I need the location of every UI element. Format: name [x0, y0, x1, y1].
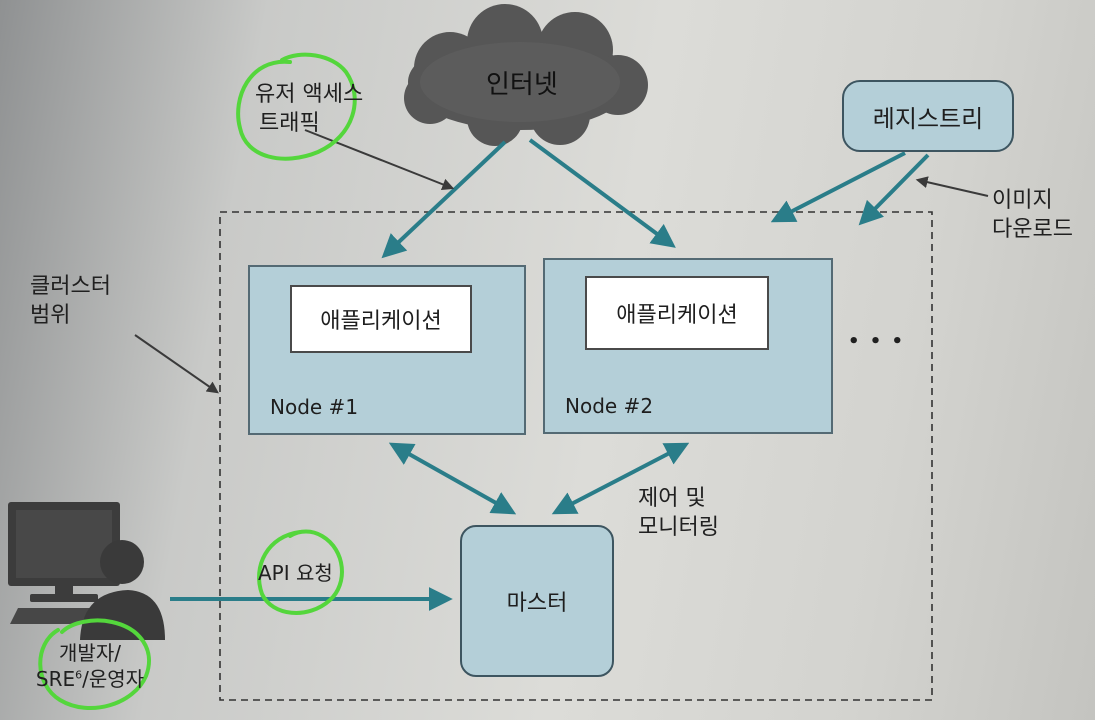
cluster-scope-pointer	[134, 334, 219, 394]
person-icon	[80, 540, 165, 640]
node-2-label: Node #2	[565, 394, 654, 418]
more-nodes-ellipsis: • • •	[848, 331, 906, 352]
node-1-application-box: 애플리케이션	[290, 285, 472, 353]
registry-to-node2-arrow	[770, 151, 906, 223]
image-download-line2: 다운로드	[992, 217, 1073, 243]
image-download-line1: 이미지	[992, 188, 1053, 213]
node1-master-arrow	[388, 442, 517, 515]
registry-label: 레지스트리	[872, 104, 984, 133]
control-monitoring-label: 제어 및 모니터링	[638, 484, 719, 542]
node2-master-arrow	[551, 442, 690, 515]
control-line1: 제어 및	[638, 486, 706, 511]
highlight-circle-api	[257, 529, 344, 615]
api-request-label: API 요청	[258, 561, 333, 585]
master-box: 마스터	[460, 525, 614, 677]
registry-to-node-extra-arrow	[858, 153, 930, 226]
internet-cloud	[404, 4, 648, 146]
highlight-circle-traffic	[236, 52, 357, 161]
node-1-label: Node #1	[270, 395, 359, 419]
node-1-application-label: 애플리케이션	[320, 309, 442, 334]
actor-footnote: 6	[75, 668, 83, 682]
image-download-label: 이미지 다운로드	[992, 186, 1073, 244]
highlight-circle-actor	[38, 618, 151, 710]
actor-label: 개발자/ SRE6/운영자	[24, 640, 156, 693]
cluster-scope-line1: 클러스터	[30, 274, 111, 299]
user-traffic-line1: 유저 액세스	[255, 82, 364, 107]
node-2-box: 애플리케이션 Node #2	[543, 258, 833, 434]
actor-sre: SRE	[35, 667, 76, 692]
registry-box: 레지스트리	[842, 80, 1014, 152]
node-2-application-label: 애플리케이션	[616, 303, 738, 328]
actor-line2: SRE6/운영자	[24, 666, 156, 692]
cluster-scope-label: 클러스터 범위	[30, 272, 111, 330]
image-download-pointer	[915, 176, 989, 197]
master-label: 마스터	[506, 591, 568, 616]
workstation-icon	[8, 502, 120, 624]
user-traffic-pointer	[304, 129, 455, 191]
internet-label: 인터넷	[486, 70, 558, 100]
actor-line1: 개발자/	[59, 641, 121, 665]
node-2-application-box: 애플리케이션	[585, 276, 769, 350]
control-line2: 모니터링	[638, 515, 719, 541]
cluster-scope-line2: 범위	[30, 303, 71, 329]
internet-to-node2-arrow	[528, 138, 676, 248]
user-traffic-label: 유저 액세스 트래픽	[255, 80, 363, 138]
actor-operator: /운영자	[82, 667, 145, 692]
node-1-box: 애플리케이션 Node #1	[248, 265, 526, 435]
user-traffic-line2: 트래픽	[259, 111, 320, 137]
internet-to-node1-arrow	[381, 140, 507, 259]
